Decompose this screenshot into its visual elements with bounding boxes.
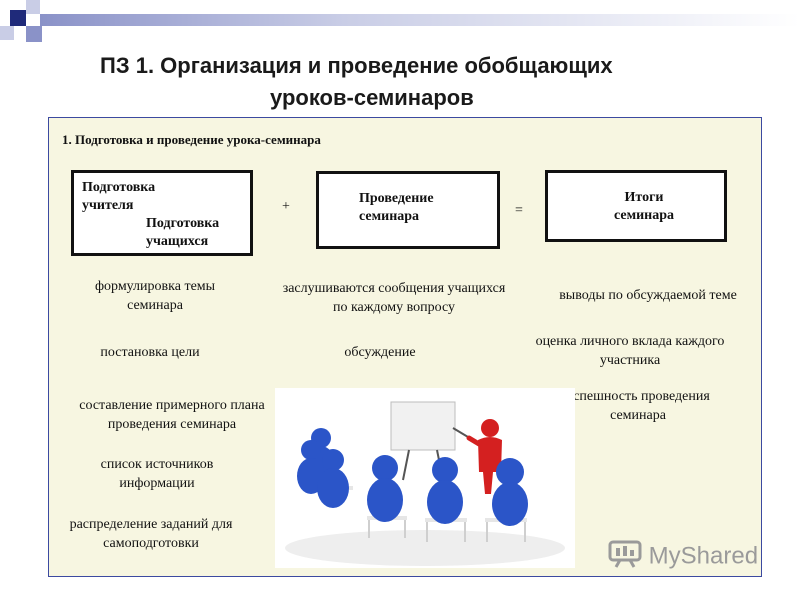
left-item-4: список источников информации — [100, 457, 214, 491]
seminar-illustration — [275, 388, 575, 568]
left-item-2: постановка цели — [100, 345, 200, 360]
results-box: Итоги семинара — [545, 170, 727, 242]
right-item-1: выводы по обсуждаемой теме — [559, 288, 737, 303]
title-line-1: ПЗ 1. Организация и проведение обобщающи… — [100, 53, 613, 78]
left-item-3: составление примерного плана проведения … — [79, 398, 265, 432]
seminar-illustration-svg — [285, 401, 565, 566]
corner-square-pale-2 — [0, 26, 14, 40]
preparation-students-label: Подготовка учащихся — [146, 216, 220, 249]
plus-sign: + — [282, 199, 290, 214]
conduct-box: Проведение семинара — [316, 171, 500, 249]
brand-watermark: MyShared — [608, 538, 758, 572]
middle-item-1: заслушиваются сообщения учащихся по кажд… — [282, 281, 506, 315]
preparation-box: Подготовка учителя Подготовка учащихся — [71, 170, 253, 256]
slide-title: ПЗ 1. Организация и проведение обобщающи… — [100, 50, 740, 114]
preparation-teacher-label: Подготовка учителя — [82, 180, 156, 213]
section-subheading: 1. Подготовка и проведение урока-семинар… — [62, 132, 321, 147]
brand-logo-icon — [608, 538, 642, 575]
middle-item-2: обсуждение — [344, 345, 416, 360]
results-label: Итоги семинара — [613, 190, 675, 223]
left-item-5: распределение заданий для самоподготовки — [69, 517, 233, 551]
conduct-label: Проведение семинара — [359, 191, 434, 224]
corner-square-pale — [26, 0, 40, 14]
top-gradient-bar — [40, 14, 800, 26]
corner-square-dark — [10, 10, 26, 26]
right-item-2: оценка личного вклада каждого участника — [535, 334, 725, 368]
brand-text: MyShared — [648, 542, 759, 570]
right-item-3: успешность проведения семинара — [566, 389, 710, 423]
corner-square-light — [26, 26, 42, 42]
equals-sign: = — [515, 203, 523, 218]
title-line-2: уроков-семинаров — [270, 85, 474, 110]
left-item-1: формулировка темы семинара — [94, 279, 216, 313]
